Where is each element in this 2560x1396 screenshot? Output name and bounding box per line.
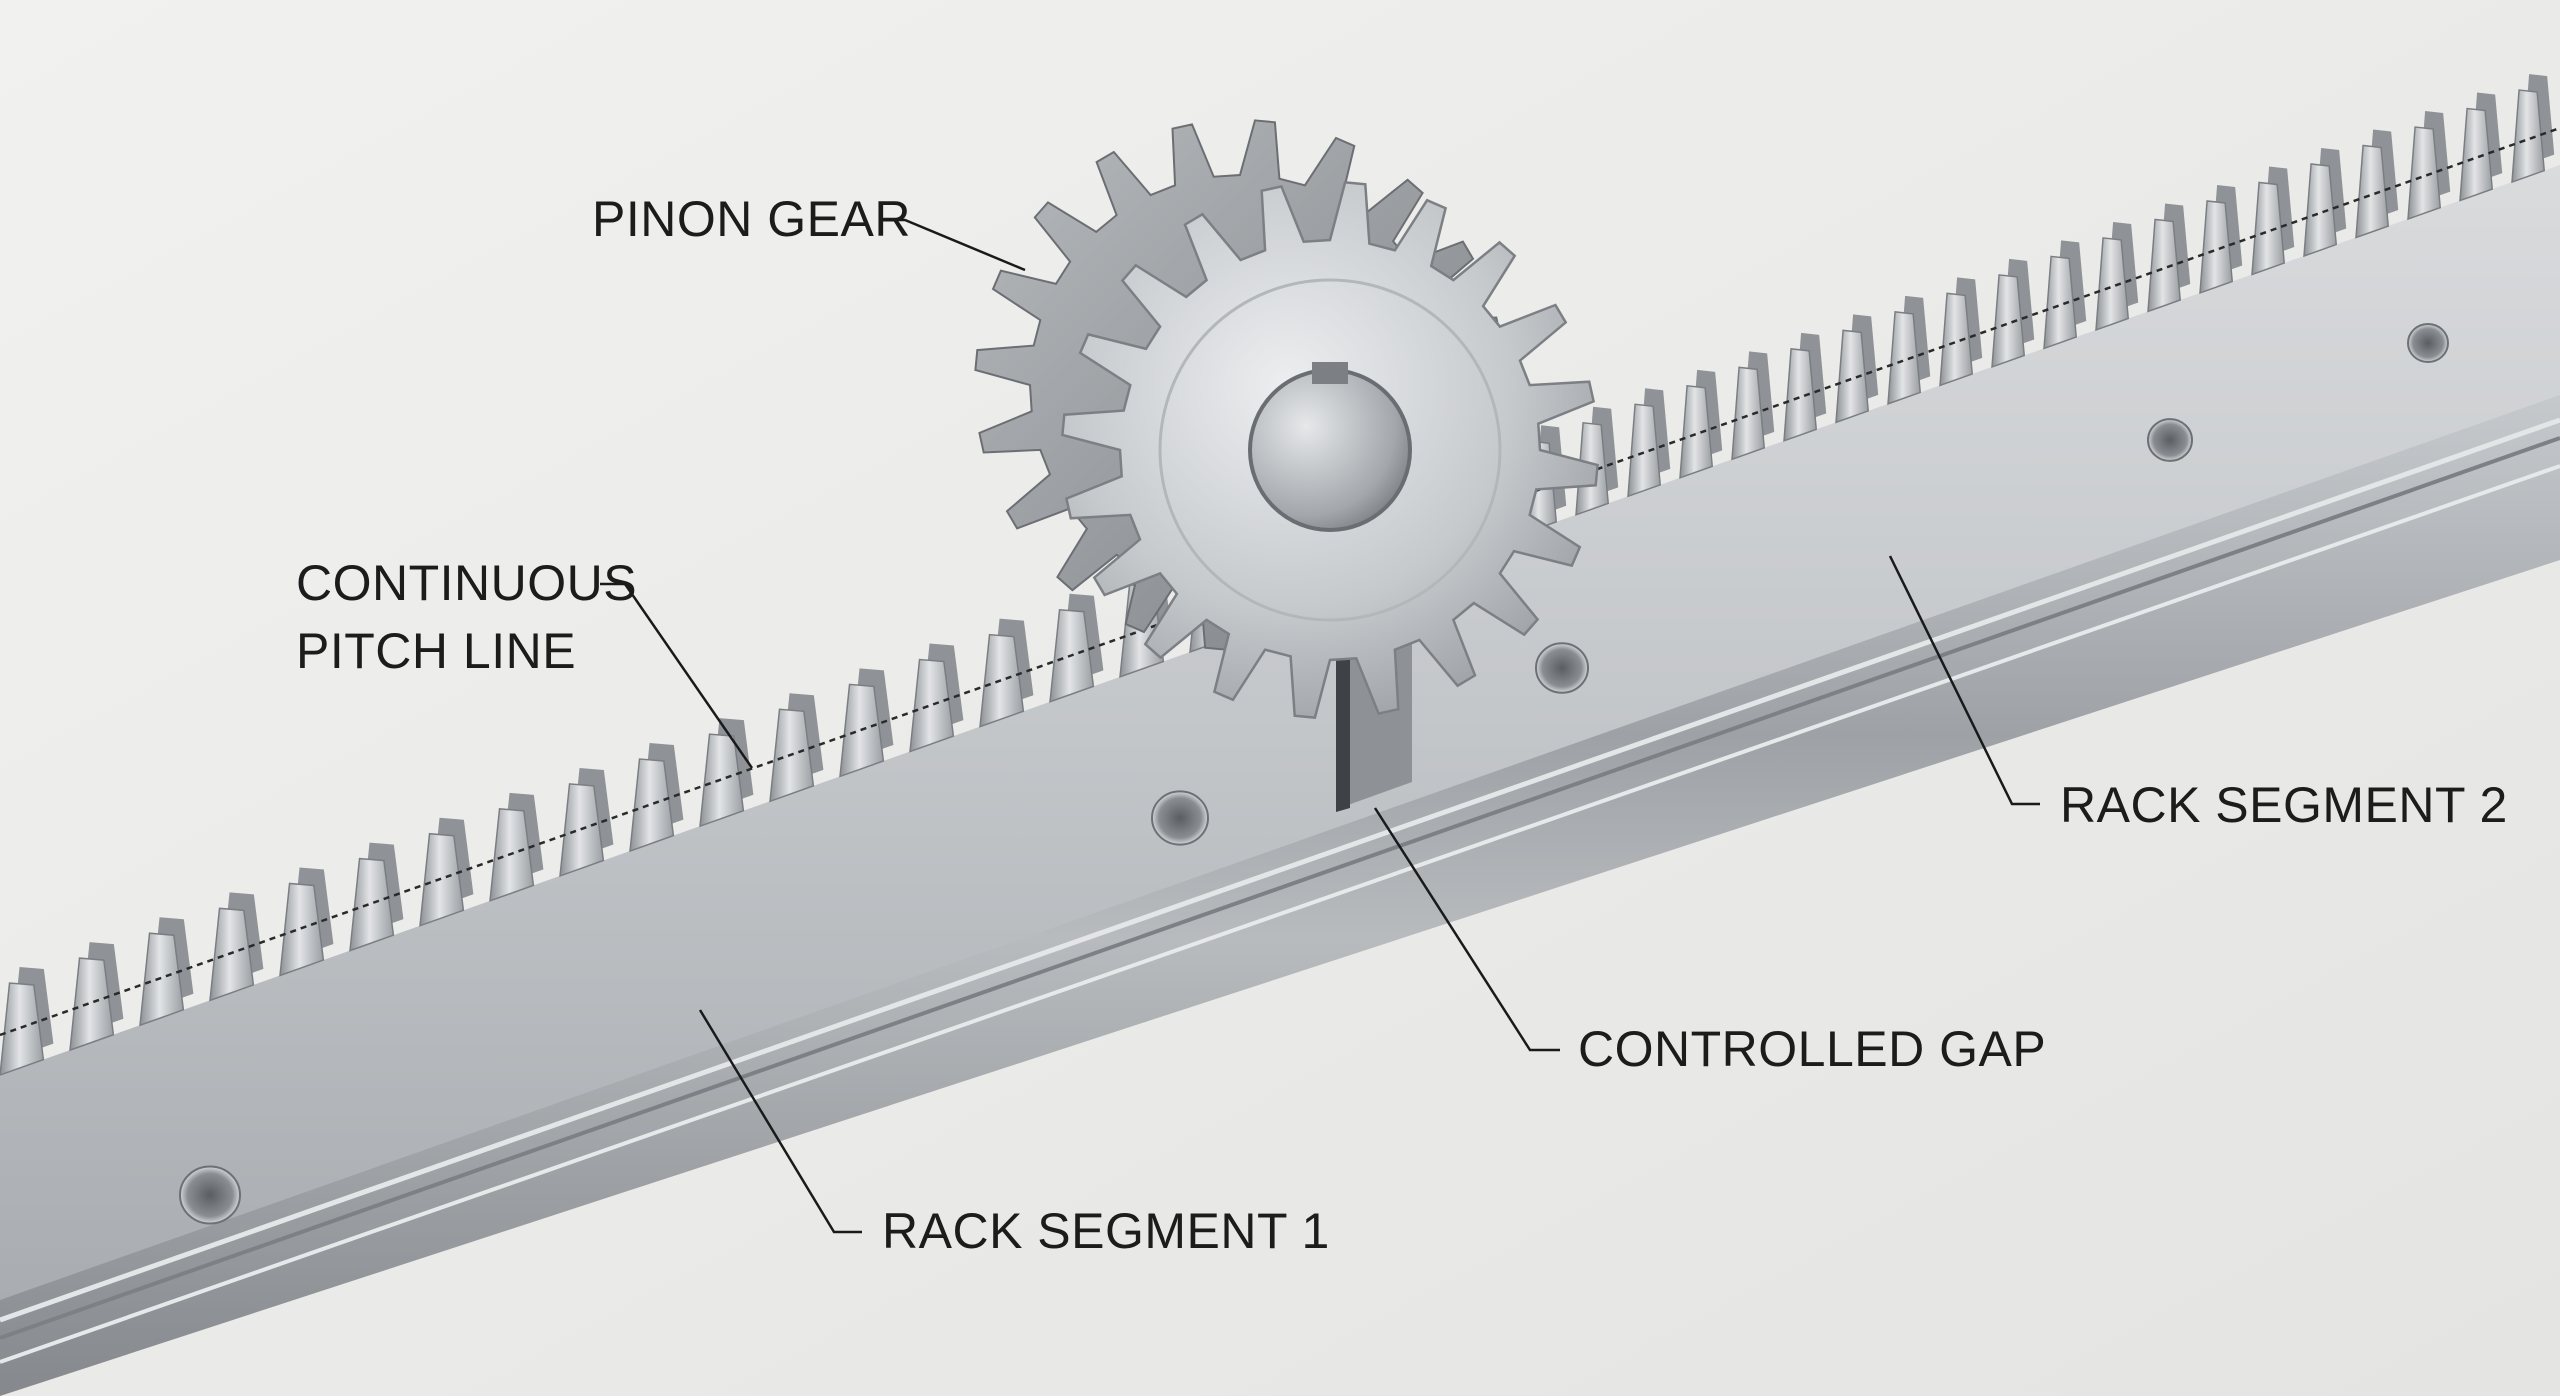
rack-tooth — [699, 733, 745, 828]
rack-tooth — [2355, 144, 2390, 239]
rack-tooth — [1939, 292, 1974, 387]
rack-tooth — [1679, 384, 1714, 479]
rack-tooth — [2043, 255, 2078, 350]
rack-assembly — [0, 74, 2560, 1396]
pinion-bore — [1248, 368, 1412, 532]
label-pitch-line-2: PITCH LINE — [296, 623, 576, 679]
rack-tooth — [209, 907, 255, 1002]
label-pitch-line-1: CONTINUOUS — [296, 555, 637, 611]
rack-segment-2-teeth — [1419, 74, 2555, 572]
rack-tooth — [979, 633, 1025, 728]
rack-tooth — [279, 882, 325, 977]
mounting-hole-icon — [1151, 790, 1209, 846]
rack-tooth — [1731, 366, 1766, 461]
callout-pinion-gear: PINON GEAR — [592, 191, 1026, 272]
rack-tooth — [0, 982, 45, 1076]
leader-pinion-gear — [880, 218, 1026, 272]
rack-body — [0, 165, 2560, 1300]
rack-tooth — [629, 758, 675, 853]
rack-tooth — [2303, 163, 2338, 258]
label-controlled-gap: CONTROLLED GAP — [1578, 1021, 2046, 1077]
rack-tooth — [419, 832, 465, 927]
rack-tooth — [1783, 348, 1818, 442]
rail-groove — [0, 464, 2560, 1364]
rack-tooth — [69, 957, 115, 1052]
pinion-keyway — [1312, 362, 1348, 384]
callout-pitch-line: CONTINUOUS PITCH LINE — [296, 555, 754, 769]
label-pinion-gear: PINON GEAR — [592, 191, 911, 247]
pinion-gear-icon — [974, 119, 1599, 719]
rail-groove — [0, 436, 2560, 1340]
rack-tooth — [2407, 126, 2442, 221]
gap-shadow — [1336, 650, 1350, 812]
mounting-hole-icon — [2147, 418, 2193, 462]
mounting-hole-icon — [179, 1165, 241, 1225]
mounting-holes — [179, 323, 2449, 1225]
rack-tooth — [1627, 403, 1662, 498]
rack-tooth — [2199, 200, 2234, 295]
label-rack-segment-1: RACK SEGMENT 1 — [882, 1203, 1330, 1259]
pinion-hub-ring — [1158, 278, 1502, 622]
rack-tooth — [1835, 329, 1870, 424]
callout-rack-segment-1: RACK SEGMENT 1 — [698, 1009, 1330, 1259]
label-rack-segment-2: RACK SEGMENT 2 — [2060, 777, 2508, 833]
leader-rack-segment-2 — [1888, 555, 2040, 806]
rack-tooth — [349, 857, 395, 952]
rack-tooth — [1887, 311, 1922, 405]
rail-groove — [0, 417, 2560, 1323]
rack-tooth — [909, 658, 955, 753]
rack-tooth — [1991, 274, 2026, 368]
rack-tooth — [2459, 107, 2494, 202]
rack-tooth — [2147, 218, 2182, 313]
rack-tooth — [139, 932, 185, 1027]
leader-pitch-line — [600, 582, 754, 769]
callout-rack-segment-2: RACK SEGMENT 2 — [1888, 555, 2508, 833]
mounting-hole-icon — [2407, 323, 2449, 363]
rack-tooth — [2251, 181, 2286, 276]
callout-controlled-gap: CONTROLLED GAP — [1373, 807, 2046, 1077]
mounting-hole-icon — [1535, 642, 1589, 694]
leader-controlled-gap — [1373, 807, 1560, 1052]
leader-rack-segment-1 — [698, 1009, 862, 1234]
rack-tooth — [2511, 89, 2546, 184]
rack-tooth — [2095, 237, 2130, 332]
